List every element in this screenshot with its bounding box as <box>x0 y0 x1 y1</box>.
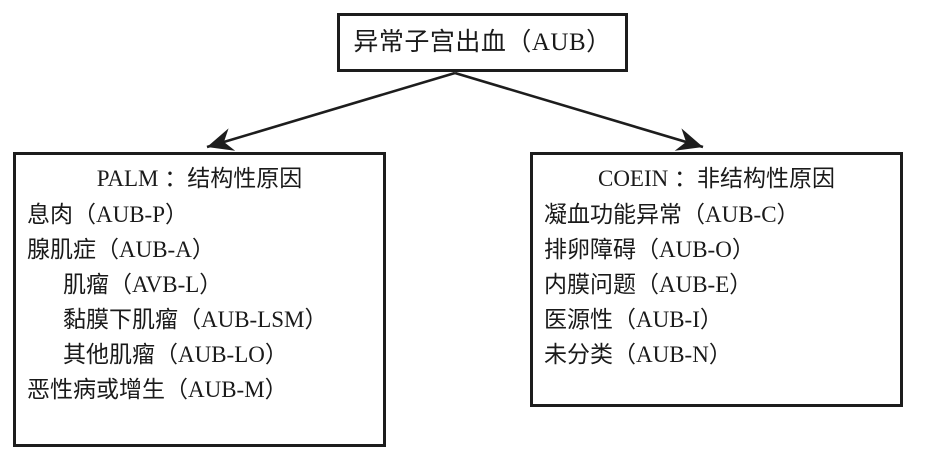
list-item: 凝血功能异常（AUB-C） <box>544 202 800 227</box>
list-item: 肌瘤（AVB-L） <box>63 272 223 297</box>
root-node-aub: 异常子宫出血（AUB） <box>337 13 628 72</box>
list-item: 未分类（AUB-N） <box>544 342 732 367</box>
connector-to-coein <box>454 71 704 151</box>
list-item: 其他肌瘤（AUB-LO） <box>63 342 288 367</box>
root-node-label: 异常子宫出血（AUB） <box>353 29 612 56</box>
list-item: 排卵障碍（AUB-O） <box>544 237 755 262</box>
list-item: 内膜问题（AUB-E） <box>544 272 753 297</box>
branch-heading-coein: COEIN ：非结构性原因 <box>597 166 836 191</box>
list-item: 息肉（AUB-P） <box>27 202 189 227</box>
branch-box-palm: PALM ：结构性原因 息肉（AUB-P） 腺肌症（AUB-A） 肌瘤（AVB-… <box>13 152 386 447</box>
list-item: 黏膜下肌瘤（AUB-LSM） <box>63 307 328 332</box>
connector-to-palm <box>206 71 456 151</box>
list-item: 恶性病或增生（AUB-M） <box>27 377 288 402</box>
list-item: 腺肌症（AUB-A） <box>27 237 215 262</box>
branch-box-coein: COEIN ：非结构性原因 凝血功能异常（AUB-C） 排卵障碍（AUB-O） … <box>530 152 903 407</box>
branch-heading-palm: PALM ：结构性原因 <box>96 166 303 191</box>
list-item: 医源性（AUB-I） <box>544 307 723 332</box>
